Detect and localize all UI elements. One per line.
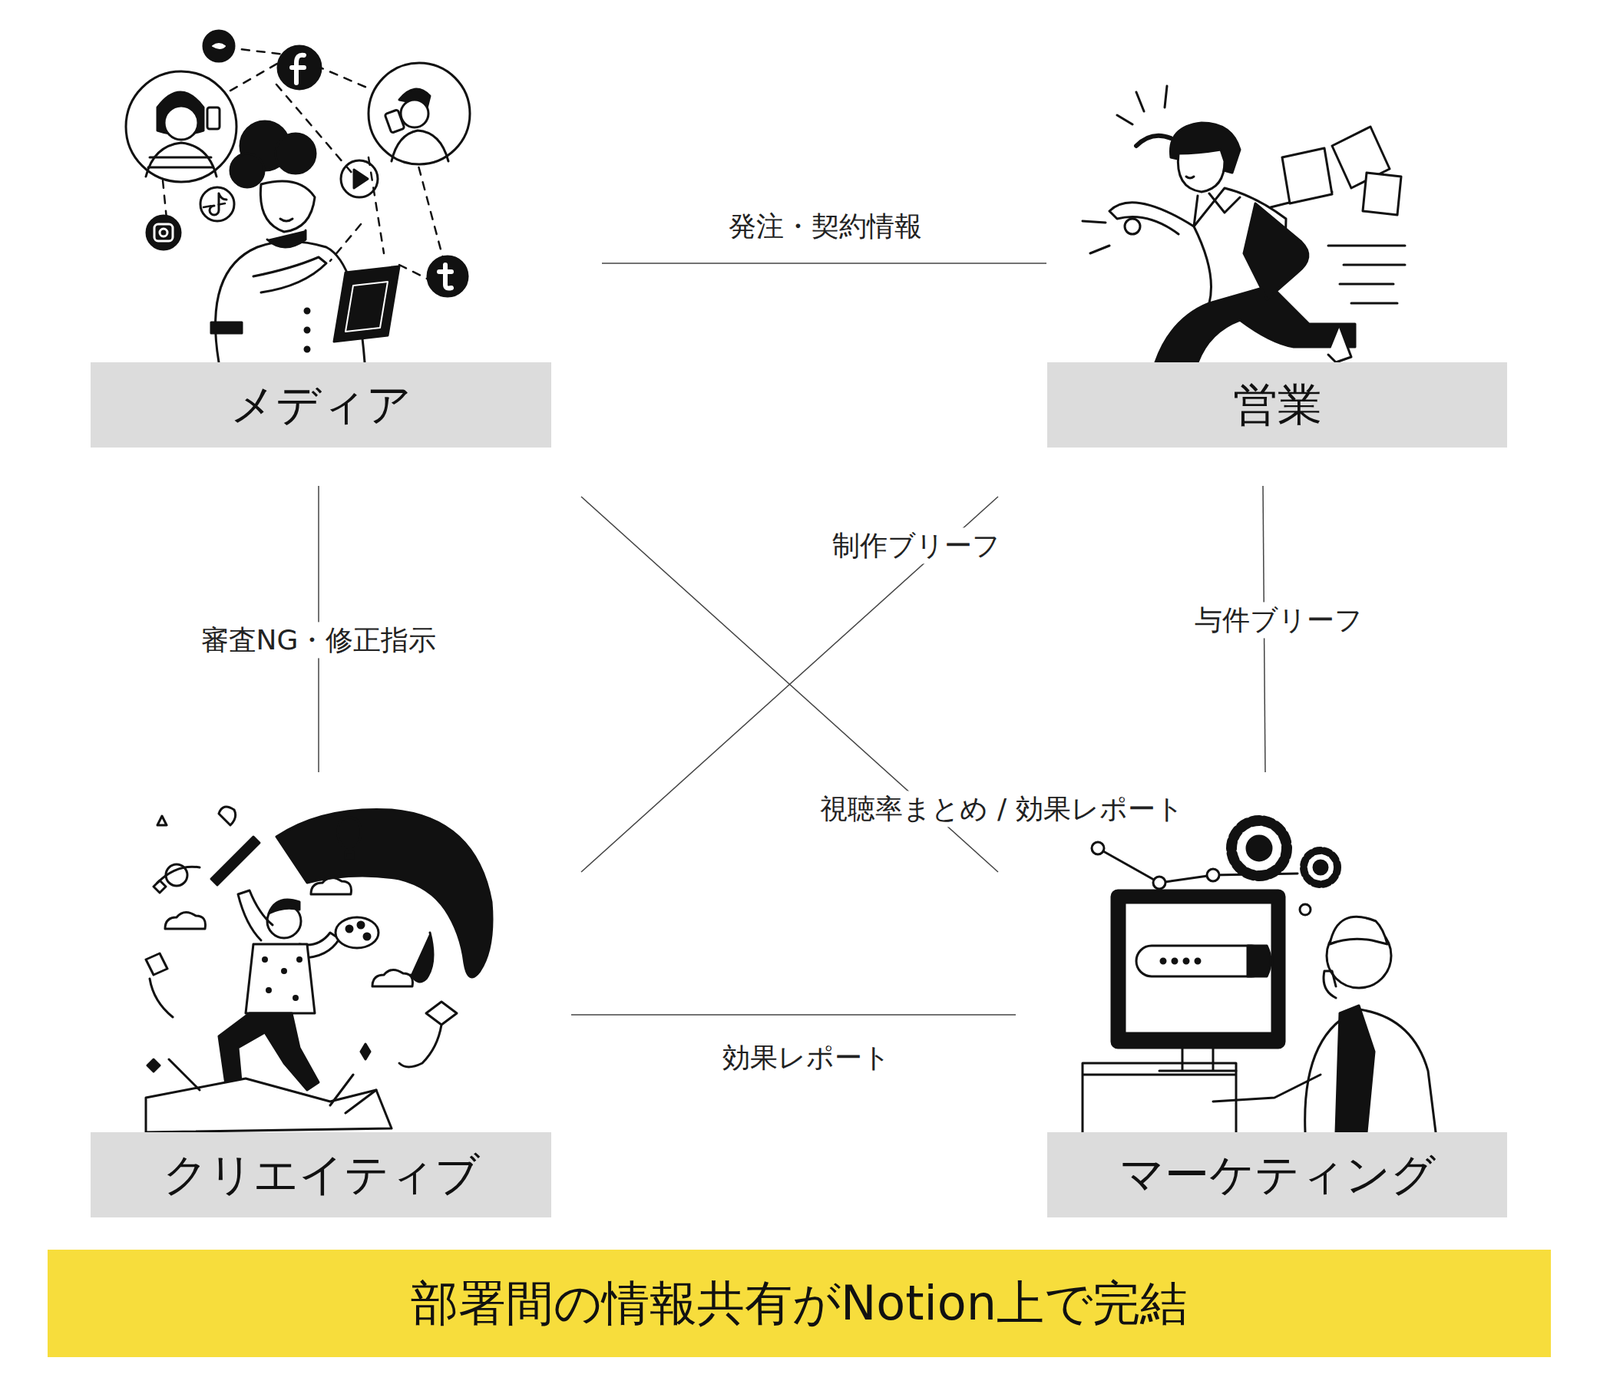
connector-line (601, 262, 1047, 265)
summary-band: 部署間の情報共有がNotion上で完結 (47, 1249, 1551, 1358)
sales-illustration (1082, 85, 1405, 363)
media-illustration (125, 30, 470, 363)
edge-label: 審査NG・修正指示 (195, 621, 443, 658)
edge-label: 視聴率まとめ / 効果レポート (813, 790, 1190, 827)
department-box: クリエイティブ (90, 1132, 552, 1218)
department-box: メディア (90, 362, 552, 448)
edge-label: 制作ブリーフ (826, 527, 1007, 564)
node-label: クリエイティブ (162, 1150, 480, 1200)
creative-illustration (145, 806, 493, 1133)
edge-label: 効果レポート (716, 1039, 897, 1076)
edge-label: 与件ブリーフ (1188, 601, 1369, 639)
node-label: メディア (230, 380, 412, 430)
node-label: マーケティング (1119, 1150, 1436, 1200)
node-label: 営業 (1233, 380, 1323, 430)
marketing-illustration (1082, 820, 1436, 1133)
edge-label: 発注・契約情報 (722, 208, 929, 245)
department-box: 営業 (1047, 362, 1508, 448)
node-label: 部署間の情報共有がNotion上で完結 (410, 1277, 1188, 1330)
department-box: マーケティング (1047, 1132, 1508, 1218)
connector-line (571, 1014, 1016, 1016)
